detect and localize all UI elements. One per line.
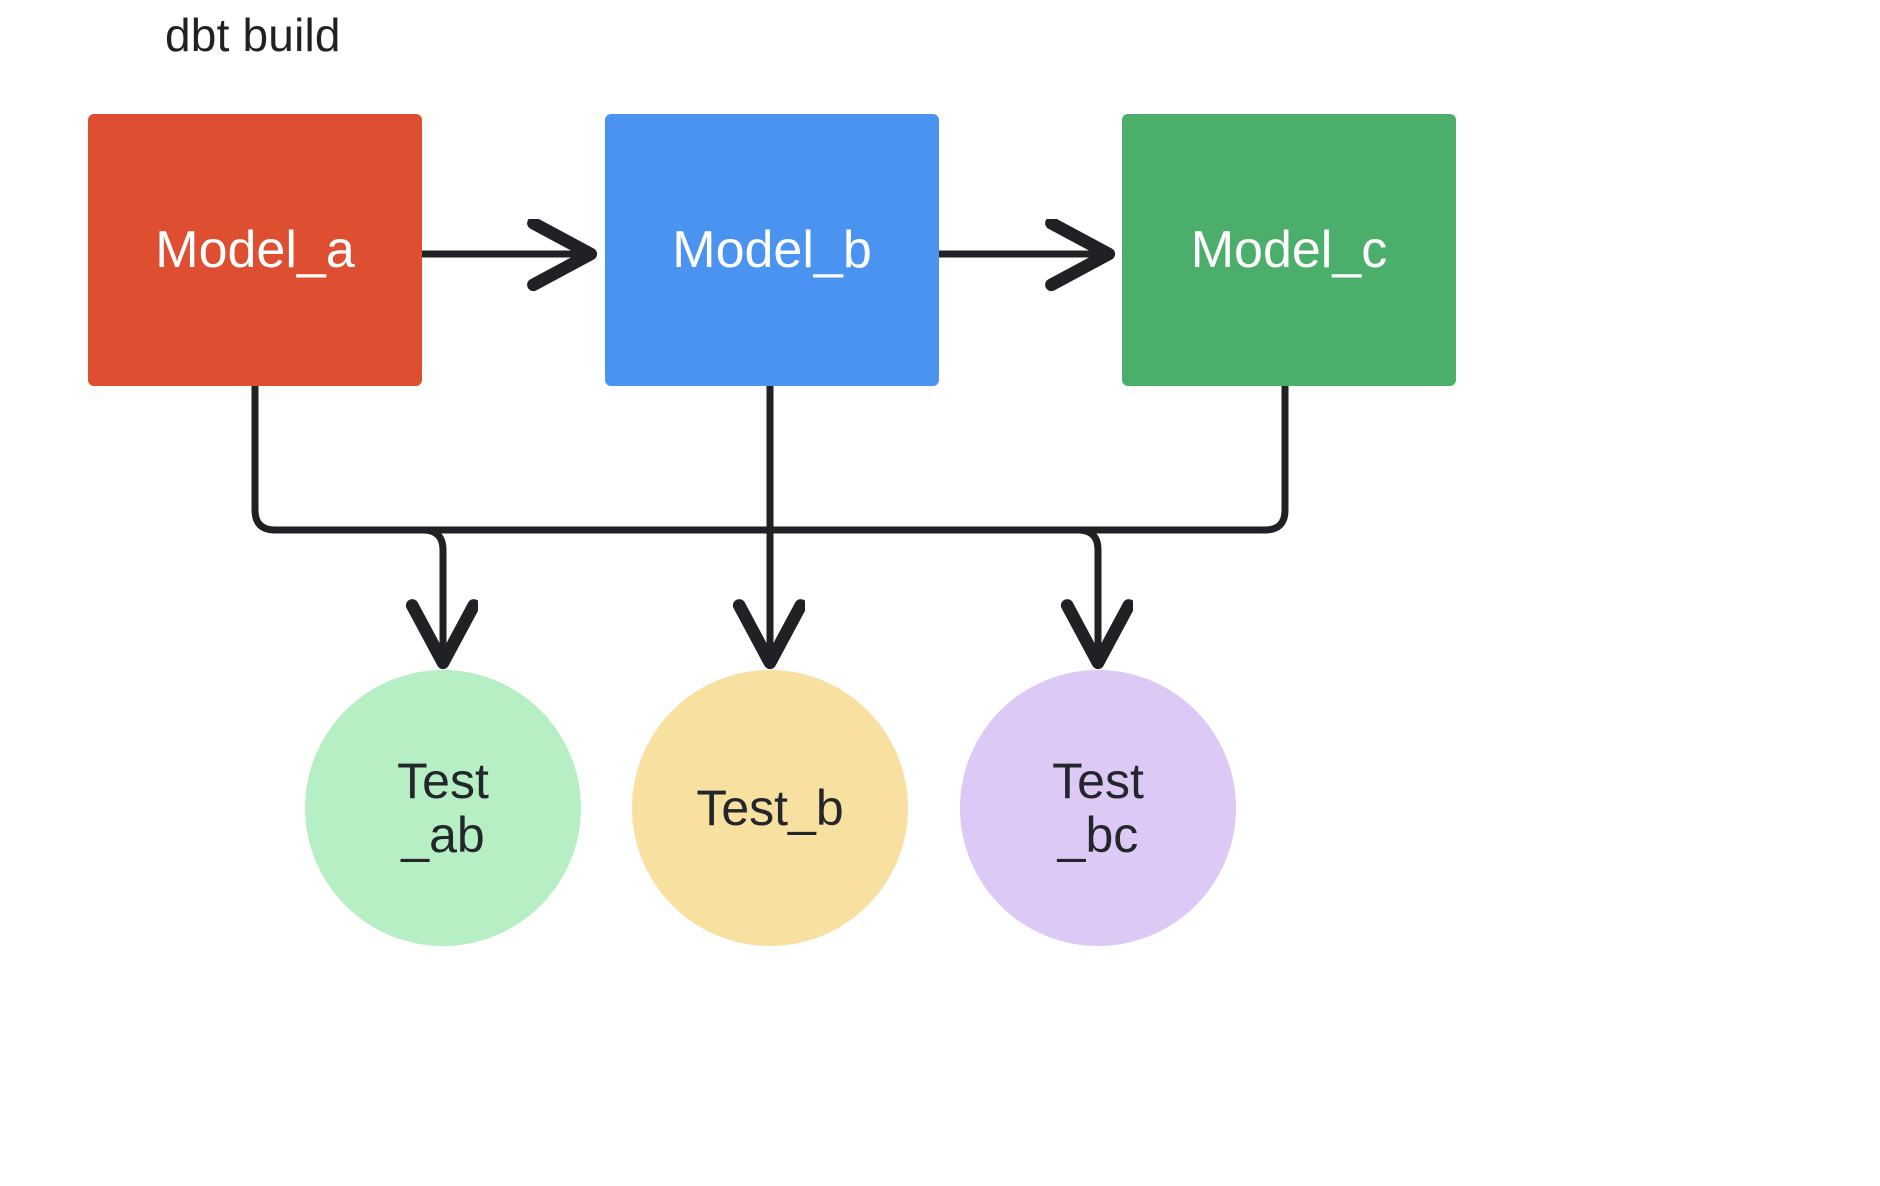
node-model-a[interactable]: Model_a <box>88 114 422 386</box>
edge-model-c-bus <box>1261 382 1289 534</box>
node-test-ab[interactable]: Test _ab <box>305 670 581 946</box>
node-model-b-label: Model_b <box>672 220 872 279</box>
node-test-b-label: Test_b <box>696 780 844 836</box>
page-title: dbt build <box>165 9 341 61</box>
node-model-a-label: Model_a <box>155 220 355 279</box>
node-model-b[interactable]: Model_b <box>605 114 939 386</box>
node-model-c-label: Model_c <box>1190 220 1388 279</box>
node-test-bc-label: Test _bc <box>1052 753 1144 863</box>
edge-bus-to-test-bc <box>1078 526 1098 660</box>
node-model-c[interactable]: Model_c <box>1122 114 1456 386</box>
edge-model-a-bus <box>251 382 1269 534</box>
edge-bus-to-test-ab <box>423 526 443 660</box>
node-test-b[interactable]: Test_b <box>632 670 908 946</box>
node-test-ab-label: Test _ab <box>397 753 489 863</box>
node-test-bc[interactable]: Test _bc <box>960 670 1236 946</box>
